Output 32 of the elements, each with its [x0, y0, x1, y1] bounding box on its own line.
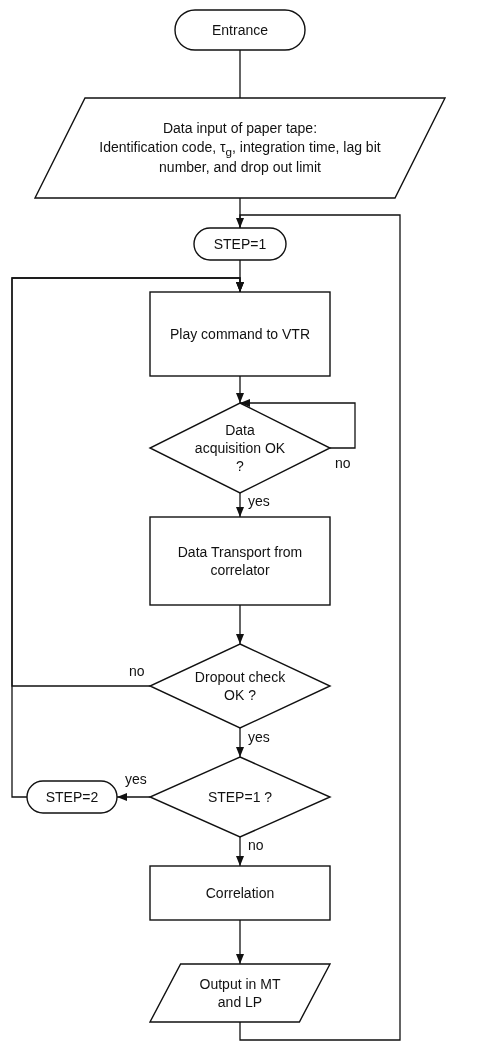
node-text: Data Transport from correlator	[176, 542, 304, 580]
node-text: STEP=1	[213, 234, 267, 254]
process-box	[150, 292, 330, 376]
node-text: Play command to VTR	[169, 324, 311, 344]
decision-diamond	[150, 757, 330, 837]
node-text: Data input of paper tape:	[162, 119, 318, 138]
node-text: STEP=1 ?	[207, 787, 273, 807]
node-text: Output in MT and LP	[198, 974, 282, 1012]
input-output-parallelogram	[150, 964, 330, 1022]
node-text: Data acquisition OK ?	[193, 420, 287, 476]
terminal-shape	[194, 228, 286, 260]
terminal-shape	[175, 10, 305, 50]
connector-arrow	[235, 214, 401, 1041]
connector-arrow	[239, 398, 356, 449]
process-box	[150, 517, 330, 605]
connector-arrow	[235, 604, 245, 645]
connector-arrow	[235, 375, 245, 404]
connector-arrow	[235, 919, 245, 965]
node-text: Correlation	[205, 883, 275, 903]
node-text: Entrance	[211, 20, 268, 40]
connector-arrow	[235, 727, 245, 758]
node-text: Identification code, τ$_{g}$, integration time, lag bit number, and drop out limit	[98, 137, 382, 177]
input-output-parallelogram	[35, 98, 445, 198]
decision-diamond	[150, 644, 330, 728]
connector-arrow	[235, 492, 245, 518]
terminal-shape	[27, 781, 117, 813]
connector-arrow	[11, 277, 245, 798]
node-text: Dropout check OK ?	[193, 667, 287, 705]
decision-diamond	[150, 403, 330, 493]
node-text: STEP=2	[45, 787, 99, 807]
connector-arrow	[235, 836, 245, 867]
process-box	[150, 866, 330, 920]
